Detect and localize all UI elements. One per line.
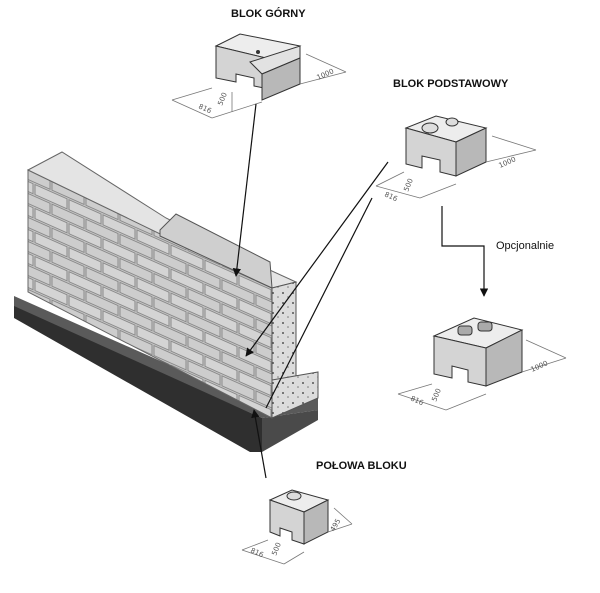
optional-block-cavity-right — [477, 321, 493, 332]
label-half-block: POŁOWA BLOKU — [316, 460, 407, 472]
label-optional: Opcjonalnie — [496, 240, 555, 252]
half-width-label: 816 — [249, 547, 265, 560]
half-block-knob — [286, 491, 302, 501]
base-block-knob-right — [445, 117, 459, 127]
top-block — [214, 33, 302, 101]
optional-block — [432, 317, 524, 387]
optional-height-label: 500 — [430, 387, 442, 402]
arrow-optional — [441, 206, 489, 297]
top-height-label: 500 — [216, 91, 228, 106]
leader-half-block — [251, 409, 267, 479]
wall-end-base — [271, 371, 319, 419]
base-width-label: 816 — [383, 191, 399, 204]
top-depth-label: 1000 — [316, 67, 336, 82]
label-top-block: BLOK GÓRNY — [231, 8, 306, 20]
optional-block-dimensions — [397, 339, 567, 411]
optional-depth-label: 1000 — [530, 359, 550, 374]
base-block — [404, 115, 488, 177]
leader-base-block-2 — [265, 197, 373, 409]
half-block — [268, 489, 330, 545]
base-height-label: 500 — [402, 177, 414, 192]
top-block-hole — [256, 50, 260, 54]
base-block-knob-left — [421, 122, 439, 134]
leader-top-block — [232, 103, 257, 277]
half-block-dimensions — [241, 507, 353, 565]
base-block-dimensions — [375, 135, 537, 199]
top-block-dimensions — [171, 53, 347, 119]
base-depth-label: 1000 — [498, 155, 518, 170]
leader-base-block-1 — [245, 161, 389, 357]
retaining-wall — [14, 151, 319, 452]
optional-block-cavity-left — [457, 325, 473, 336]
half-height-label: 500 — [270, 541, 282, 556]
wall-top-cutaway — [159, 213, 273, 289]
foundation-slab-front — [14, 296, 262, 452]
optional-width-label: 816 — [409, 395, 425, 408]
foundation-slab-side — [262, 410, 318, 452]
half-depth-label: 495 — [329, 517, 343, 533]
top-width-label: 816 — [197, 103, 213, 116]
label-base-block: BLOK PODSTAWOWY — [393, 78, 509, 90]
